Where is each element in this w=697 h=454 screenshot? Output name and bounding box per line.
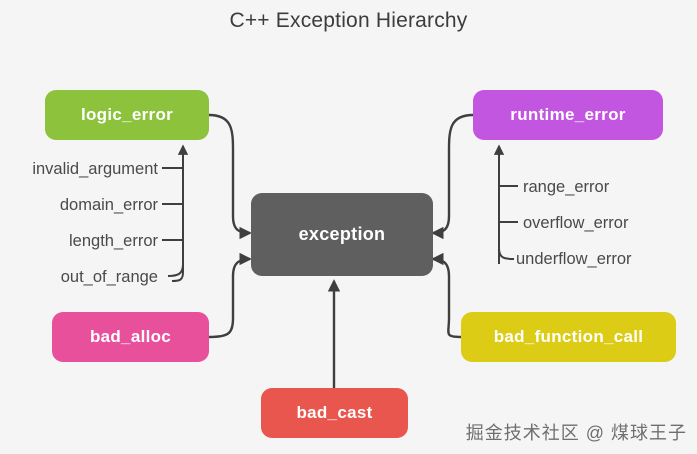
leaf-invalid-argument: invalid_argument: [32, 160, 158, 178]
node-bad-function-call-label: bad_function_call: [493, 327, 644, 346]
node-logic-error[interactable]: logic_error: [45, 90, 209, 140]
leaf-length-error: length_error: [69, 232, 158, 250]
leaf-out-of-range: out_of_range: [60, 268, 158, 286]
leaf-underflow-error: underflow_error: [516, 250, 632, 268]
node-bad-alloc[interactable]: bad_alloc: [52, 312, 209, 362]
leaf-range-error: range_error: [523, 178, 610, 196]
node-bad-cast-label: bad_cast: [296, 403, 373, 422]
edge-bad-alloc-to-exception: [208, 252, 252, 339]
node-bad-function-call[interactable]: bad_function_call: [461, 312, 676, 362]
leaf-domain-error: domain_error: [59, 196, 158, 214]
edge-logic-error-subbus: [171, 271, 184, 282]
node-logic-error-label: logic_error: [80, 105, 174, 124]
edge-logic-error-to-exception: [208, 113, 252, 240]
node-exception[interactable]: exception: [251, 193, 433, 276]
node-runtime-error-label: runtime_error: [510, 105, 626, 124]
edge-bad-function-call-to-exception: [431, 252, 462, 339]
page-title: C++ Exception Hierarchy: [229, 9, 468, 32]
node-bad-alloc-label: bad_alloc: [89, 327, 172, 346]
edge-out-of-range-stub: [167, 263, 184, 277]
watermark: 掘金技术社区 @ 煤球王子: [465, 423, 687, 443]
edge-underflow-error-stub: [498, 247, 515, 260]
leaf-overflow-error: overflow_error: [523, 214, 629, 232]
node-runtime-error[interactable]: runtime_error: [473, 90, 663, 140]
edge-runtime-error-to-exception: [431, 113, 474, 240]
node-bad-cast[interactable]: bad_cast: [261, 388, 408, 438]
node-exception-label: exception: [298, 224, 386, 244]
